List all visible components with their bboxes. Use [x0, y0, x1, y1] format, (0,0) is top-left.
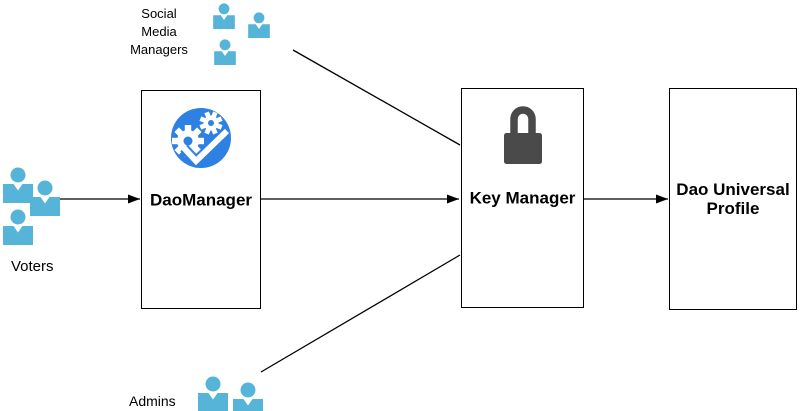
- node-dao-universal-profile: Dao Universal Profile: [669, 88, 797, 310]
- social-media-managers-label: Social Media Managers: [130, 6, 188, 58]
- node-label-key-manager: Key Manager: [469, 188, 576, 208]
- person-icon: [3, 167, 33, 203]
- node-label-dao-manager: DaoManager: [149, 189, 253, 209]
- voters-label: Voters: [11, 258, 54, 275]
- lock-icon: [503, 106, 542, 164]
- node-label-dao-universal-profile: Dao Universal Profile: [676, 179, 790, 218]
- person-icon: [3, 209, 33, 245]
- person-icon: [30, 180, 60, 216]
- edge-socialmediamanagers-keymanager: [292, 49, 461, 146]
- person-icon: [214, 39, 236, 65]
- gears-check-icon: [171, 108, 231, 168]
- person-icon: [248, 12, 270, 38]
- edge-admins-keymanager: [260, 254, 461, 373]
- person-icon: [213, 3, 235, 29]
- admins-label: Admins: [129, 393, 176, 409]
- person-icon: [198, 376, 228, 411]
- node-key-manager: Key Manager: [461, 88, 584, 308]
- person-icon: [233, 382, 263, 411]
- node-dao-manager: DaoManager: [141, 90, 261, 309]
